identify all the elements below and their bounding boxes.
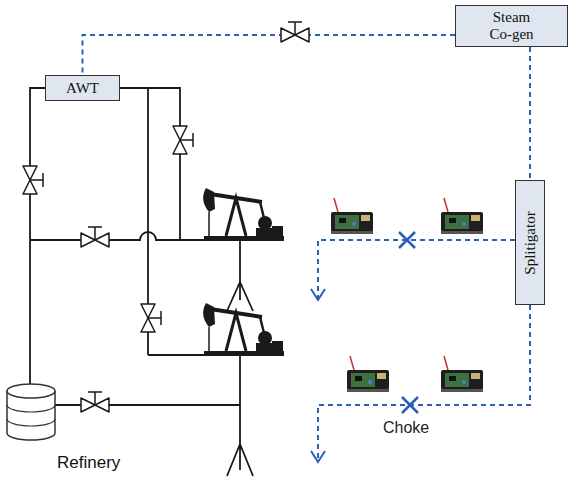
valve-handle <box>288 22 302 35</box>
valve-symbol <box>81 392 109 412</box>
chip <box>339 218 346 223</box>
node-text: Splitigator <box>522 211 539 274</box>
pipe-connector <box>83 35 456 75</box>
sensor-board <box>331 198 373 234</box>
board-edge <box>441 231 483 234</box>
node-text: AWT <box>66 80 99 97</box>
node-text: Refinery <box>57 453 120 473</box>
samson-post <box>226 313 246 351</box>
valve-symbol <box>281 22 309 42</box>
polished-rod <box>208 212 210 236</box>
prime-mover <box>272 341 283 351</box>
node-text: Steam Co-gen <box>481 9 543 43</box>
led <box>462 380 466 384</box>
wellbore <box>227 240 253 311</box>
sensor-board <box>441 198 483 234</box>
led <box>462 222 466 226</box>
choke-label: Choke <box>383 418 429 437</box>
chip <box>449 376 456 381</box>
gear-box <box>256 343 274 351</box>
pipe-line <box>120 88 180 240</box>
sensor-board <box>441 356 483 392</box>
steam-line <box>318 305 530 460</box>
pumpjack-base <box>204 236 284 241</box>
board-case <box>347 370 389 390</box>
board-case <box>331 212 373 232</box>
board-edge <box>331 231 373 234</box>
valve-symbol <box>141 304 161 332</box>
tank-band <box>7 419 55 426</box>
walking-beam <box>210 194 262 202</box>
crank-weight <box>258 216 272 230</box>
antenna <box>444 356 448 370</box>
valve-symbol <box>23 166 43 194</box>
battery-clip <box>471 215 480 221</box>
chip <box>355 376 362 381</box>
antenna <box>350 356 354 370</box>
circuit-board <box>445 215 469 229</box>
tank-band <box>7 405 55 412</box>
valve-handle <box>88 227 102 240</box>
battery-clip <box>377 373 386 379</box>
valve-handle <box>88 392 102 405</box>
pipe-connector <box>30 88 45 384</box>
tank-top <box>7 384 55 398</box>
antenna <box>334 198 338 212</box>
led <box>368 380 372 384</box>
splitter-box: Splitigator <box>515 180 545 305</box>
horse-head <box>203 188 215 212</box>
valve-symbol <box>173 126 193 154</box>
wellbore <box>227 355 253 476</box>
walking-beam <box>210 309 262 317</box>
tank-outline <box>5 383 57 443</box>
cogen-box: Steam Co-gen <box>455 5 568 47</box>
pumpjack-base <box>204 351 284 356</box>
steam-line <box>318 240 515 298</box>
circuit-board <box>335 215 359 229</box>
antenna <box>444 198 448 212</box>
samson-post <box>226 198 246 236</box>
refinery-tank: Refinery <box>5 383 124 473</box>
circuit-board <box>445 373 469 387</box>
led <box>352 222 356 226</box>
board-case <box>441 212 483 232</box>
board-edge <box>441 389 483 392</box>
circuit-board <box>351 373 375 387</box>
chip <box>449 218 456 223</box>
board-edge <box>347 389 389 392</box>
valve-handle <box>180 133 193 147</box>
valve-symbol <box>81 227 109 247</box>
choke-symbol <box>399 232 415 248</box>
pipe-connector <box>529 47 531 180</box>
flow-arrow <box>311 451 325 462</box>
battery-clip <box>361 215 370 221</box>
crank-weight <box>258 331 272 345</box>
polished-rod <box>208 327 210 351</box>
choke-symbol <box>402 397 418 413</box>
prime-mover <box>272 226 283 236</box>
horse-head <box>203 303 215 327</box>
awt-box: AWT <box>45 75 120 101</box>
valve-handle <box>30 173 43 187</box>
battery-clip <box>471 373 480 379</box>
pumpjack-icon <box>203 303 284 356</box>
pumpjack-icon <box>203 188 284 241</box>
valve-handle <box>148 311 161 325</box>
sensor-board <box>347 356 389 392</box>
gear-box <box>256 228 274 236</box>
board-case <box>441 370 483 390</box>
flow-arrow <box>311 289 325 300</box>
